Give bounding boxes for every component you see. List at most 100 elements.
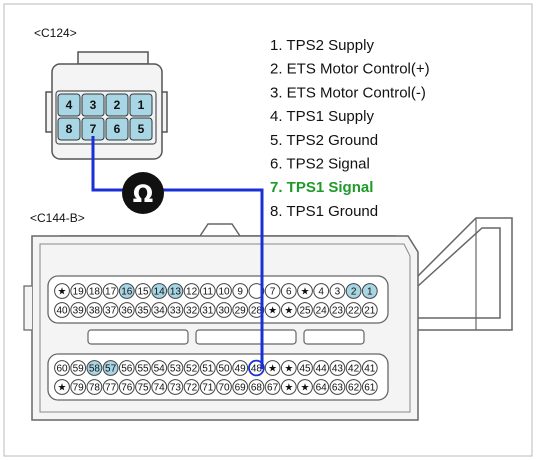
c144b-pin-label: 75 (137, 383, 149, 394)
c144b-slot-2 (195, 329, 297, 345)
c144b-pin-label: 60 (56, 364, 68, 375)
c144b-pin-label: 57 (105, 364, 117, 375)
c144b-pin-78: 78 (86, 379, 103, 395)
c144b-pin-label: 39 (73, 306, 85, 317)
c144b-pin-label: 6 (286, 287, 292, 298)
c144b-pin-label: 21 (364, 306, 376, 317)
c144b-pin-17: 17 (102, 283, 119, 299)
c124-pin-7: 7 (81, 117, 105, 141)
c144b-pin-2: 2 (345, 283, 362, 299)
c144b-pin-label: 73 (170, 383, 182, 394)
c144b-pin-★: ★ (54, 379, 70, 395)
c144b-pin-6: 6 (280, 283, 297, 299)
c144b-pin-50: 50 (216, 360, 232, 376)
c144b-pin-34: 34 (151, 302, 168, 318)
c144b-pin-label: 34 (154, 306, 166, 317)
c144b-pin-7: 7 (264, 283, 281, 299)
probe-wire (91, 136, 264, 369)
c144b-pin-30: 30 (216, 302, 232, 318)
c144b-pin-label: 72 (186, 383, 198, 394)
c144b-pin-label: 64 (316, 383, 328, 394)
c144b-pin-39: 39 (70, 302, 87, 318)
c124-pin-label: 6 (114, 122, 121, 136)
c144b-pin-77: 77 (102, 379, 119, 395)
c144b-pin-53: 53 (167, 360, 184, 376)
c124-pin-label: 8 (66, 122, 73, 136)
c144b-pin-label: 35 (137, 306, 149, 317)
c144b-pin-15: 15 (135, 283, 151, 299)
c144b-pin-★: ★ (54, 283, 70, 299)
legend-item: 7. TPS1 Signal (270, 179, 373, 196)
c144b-pin-10: 10 (216, 283, 232, 299)
c124-pin-label: 2 (114, 98, 121, 112)
c124-pin-label: 7 (90, 122, 97, 136)
c144b-pin-label: 68 (251, 383, 263, 394)
c144b-pin-label: 36 (121, 306, 133, 317)
c144b-pin-13: 13 (167, 283, 184, 299)
c144b-pin-70: 70 (216, 379, 232, 395)
c144b-pin-44: 44 (313, 360, 330, 376)
c144b-pin-label: 12 (186, 287, 198, 298)
c144b-pin-label: ★ (284, 364, 293, 375)
legend-item: 6. TPS2 Signal (270, 156, 370, 173)
c124-pin-2: 2 (105, 93, 129, 117)
c124-latch (77, 51, 149, 65)
c144b-pin-38: 38 (86, 302, 103, 318)
c144b-pin-57: 57 (102, 360, 119, 376)
c144b-pin-label: 63 (332, 383, 344, 394)
c144b-pin-74: 74 (151, 379, 168, 395)
c144b-pin-label: 48 (251, 364, 263, 375)
c144b-notch-left (23, 285, 32, 331)
c144b-pin-label: 7 (270, 287, 276, 298)
c144b-pin-label: ★ (284, 383, 293, 394)
c144b-pin-label: ★ (58, 383, 67, 394)
c144b-pin-28: 28 (248, 302, 265, 318)
c144b-inner-outline (39, 243, 411, 413)
c144b-pin-★: ★ (264, 302, 281, 318)
c144b-slot-1 (87, 329, 189, 345)
c144b-pin-★: ★ (297, 379, 313, 395)
c144b-pin-73: 73 (167, 379, 184, 395)
c144b-pin-43: 43 (329, 360, 346, 376)
c144b-pin-label: 42 (348, 364, 360, 375)
c144b-pin-label: 78 (89, 383, 101, 394)
c144b-pin-3: 3 (329, 283, 346, 299)
c144b-pin-72: 72 (183, 379, 200, 395)
c144b-pin-22: 22 (345, 302, 362, 318)
c144b-pin-1: 1 (361, 283, 378, 299)
c144b-pin-label: 37 (105, 306, 117, 317)
c124-pin-4: 4 (57, 93, 81, 117)
c144b-pin-32: 32 (183, 302, 200, 318)
c144b-pin-label: ★ (268, 306, 277, 317)
c144b-pin-label: 29 (235, 306, 247, 317)
c144b-pin-label: 55 (137, 364, 149, 375)
c144b-pin-4: 4 (313, 283, 330, 299)
c144b-pin-61: 61 (361, 379, 378, 395)
c144b-pin-label: 76 (121, 383, 133, 394)
c144b-pin-★: ★ (280, 302, 297, 318)
c144b-pin-label: 18 (89, 287, 101, 298)
c144b-pin-37: 37 (102, 302, 119, 318)
c144b-pin-79: 79 (70, 379, 87, 395)
c144b-pin-label: 4 (318, 287, 324, 298)
c144b-pin-label: 19 (73, 287, 85, 298)
c144b-pin-31: 31 (199, 302, 216, 318)
c124-pin-label: 4 (66, 98, 73, 112)
c144b-pin-59: 59 (70, 360, 87, 376)
c144b-pin-18: 18 (86, 283, 103, 299)
legend-item: 4. TPS1 Supply (270, 108, 374, 125)
c144b-pin-label: ★ (301, 287, 310, 298)
c144b-pin-label: 16 (121, 287, 133, 298)
c144b-pin-label: 56 (121, 364, 133, 375)
c144b-pin-★: ★ (264, 360, 281, 376)
c144b-pin-23: 23 (329, 302, 346, 318)
c144b-pin-62: 62 (345, 379, 362, 395)
c144b-pin-40: 40 (54, 302, 70, 318)
c144b-pin-label: 62 (348, 383, 360, 394)
c144b-pin-9: 9 (232, 283, 249, 299)
c144b-pin-60: 60 (54, 360, 70, 376)
c144b-pin-label: 74 (154, 383, 166, 394)
